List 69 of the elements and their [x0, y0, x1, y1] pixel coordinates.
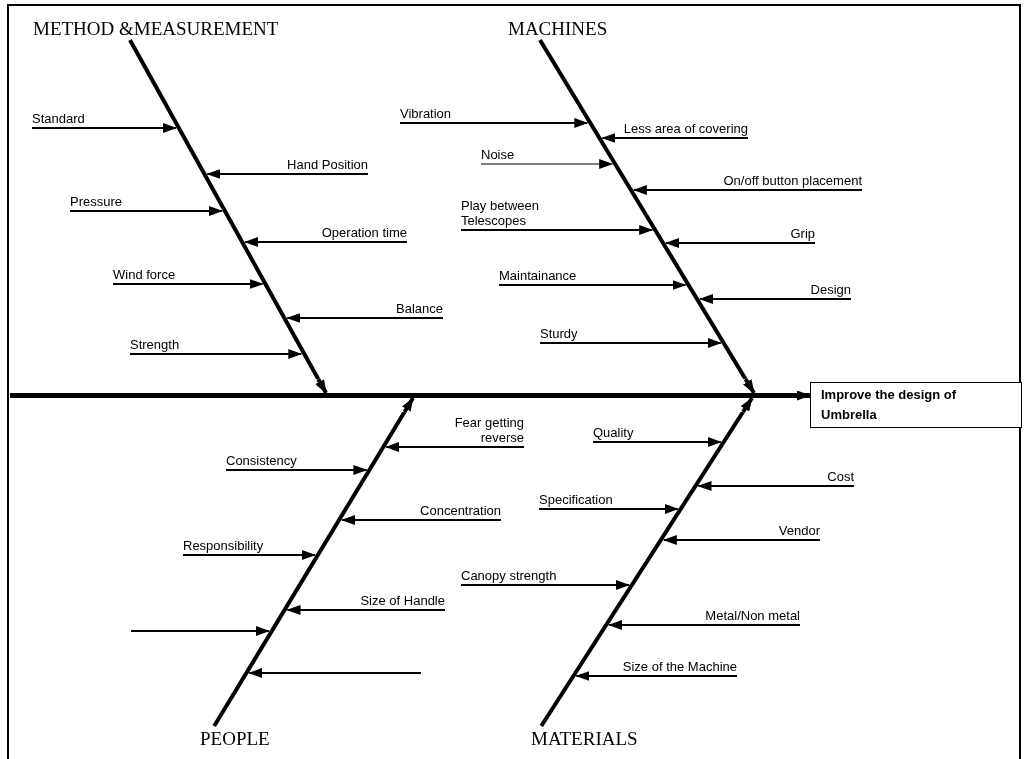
category-heading: METHOD &MEASUREMENT [33, 18, 279, 40]
cause-label: Vibration [400, 106, 452, 123]
arrow [743, 377, 756, 395]
cause-label: Noise [481, 147, 515, 164]
category-heading: MACHINES [508, 18, 608, 40]
cause-label: Strength [130, 337, 180, 354]
arrow [575, 671, 738, 681]
arrow [662, 535, 821, 545]
arrow [248, 668, 422, 678]
cause-label: Design [810, 282, 851, 299]
arrow [402, 396, 415, 414]
cause-label: Maintainance [499, 268, 577, 285]
arrow [206, 169, 369, 179]
cause-label: Standard [32, 111, 85, 128]
cause-label: Hand Position [287, 157, 368, 174]
arrow [315, 378, 328, 394]
cause-label: Play between Telescopes [461, 198, 571, 230]
category-heading: MATERIALS [531, 728, 638, 750]
arrow [699, 294, 852, 304]
arrow [592, 437, 722, 447]
category-heading: PEOPLE [200, 728, 270, 750]
cause-label: Fear getting reverse [429, 415, 524, 447]
cause-label: Concentration [420, 503, 501, 520]
arrow [480, 159, 614, 169]
arrow [539, 338, 722, 348]
cause-label: Less area of covering [623, 121, 748, 138]
arrow [632, 185, 863, 195]
arrow [244, 237, 408, 247]
arrow [31, 123, 177, 133]
cause-label: Size of the Machine [622, 659, 737, 676]
cause-label: Cost [827, 469, 854, 486]
arrow [460, 225, 654, 235]
spine-bar [10, 393, 790, 398]
cause-label: Operation time [321, 225, 407, 242]
arrow [286, 313, 444, 323]
arrow [665, 238, 816, 248]
arrow [399, 118, 589, 128]
arrow [740, 396, 754, 414]
cause-label: Balance [396, 301, 443, 318]
cause-label: Metal/Non metal [705, 608, 800, 625]
cause-label: Sturdy [540, 326, 578, 343]
cause-label: Responsibility [183, 538, 264, 555]
arrow [601, 133, 749, 143]
arrow [341, 515, 502, 525]
arrow [460, 580, 630, 590]
arrow [790, 390, 811, 401]
cause-label: Grip [790, 226, 815, 243]
effect-box: Improve the design of Umbrella [810, 382, 1022, 428]
arrow [225, 465, 368, 475]
arrow [286, 605, 446, 615]
arrow [69, 206, 223, 216]
cause-label: On/off button placement [723, 173, 862, 190]
arrow [129, 349, 303, 359]
arrow [112, 279, 264, 289]
cause-label: Wind force [113, 267, 176, 284]
arrow [385, 442, 525, 452]
cause-label: Size of Handle [360, 593, 445, 610]
arrow [182, 550, 316, 560]
cause-label: Specification [539, 492, 613, 509]
cause-label: Pressure [70, 194, 123, 211]
cause-label: Quality [593, 425, 634, 442]
arrow [498, 280, 687, 290]
cause-label: Consistency [226, 453, 297, 470]
cause-label: Canopy strength [461, 568, 557, 585]
arrow [130, 626, 270, 636]
arrow [697, 481, 855, 491]
arrow [608, 620, 801, 630]
cause-label: Vendor [778, 523, 820, 540]
arrow [538, 504, 679, 514]
